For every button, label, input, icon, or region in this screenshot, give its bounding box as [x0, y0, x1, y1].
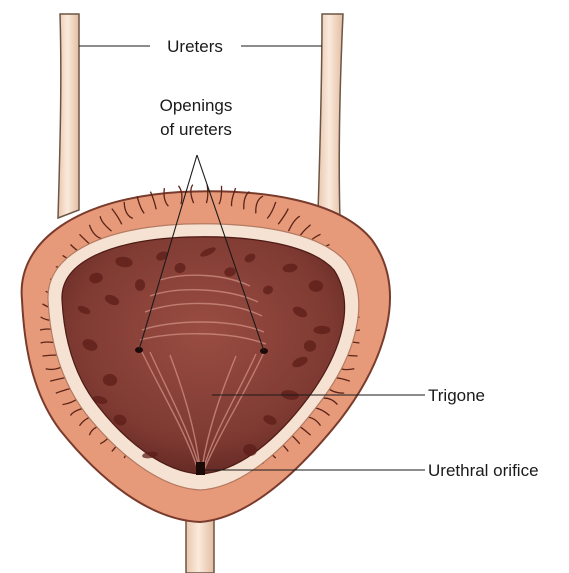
- right-ureter: [318, 14, 343, 220]
- left-ureter: [58, 14, 79, 218]
- openings-label-line1: Openings: [160, 96, 233, 115]
- mucosal-spot: [314, 326, 331, 334]
- urethral-orifice-opening: [196, 462, 205, 475]
- trigone-label: Trigone: [428, 386, 485, 405]
- ureters-label: Ureters: [167, 37, 223, 56]
- urethra: [186, 515, 214, 573]
- openings-label-line2: of ureters: [160, 120, 232, 139]
- urethral-orifice-label: Urethral orifice: [428, 461, 539, 480]
